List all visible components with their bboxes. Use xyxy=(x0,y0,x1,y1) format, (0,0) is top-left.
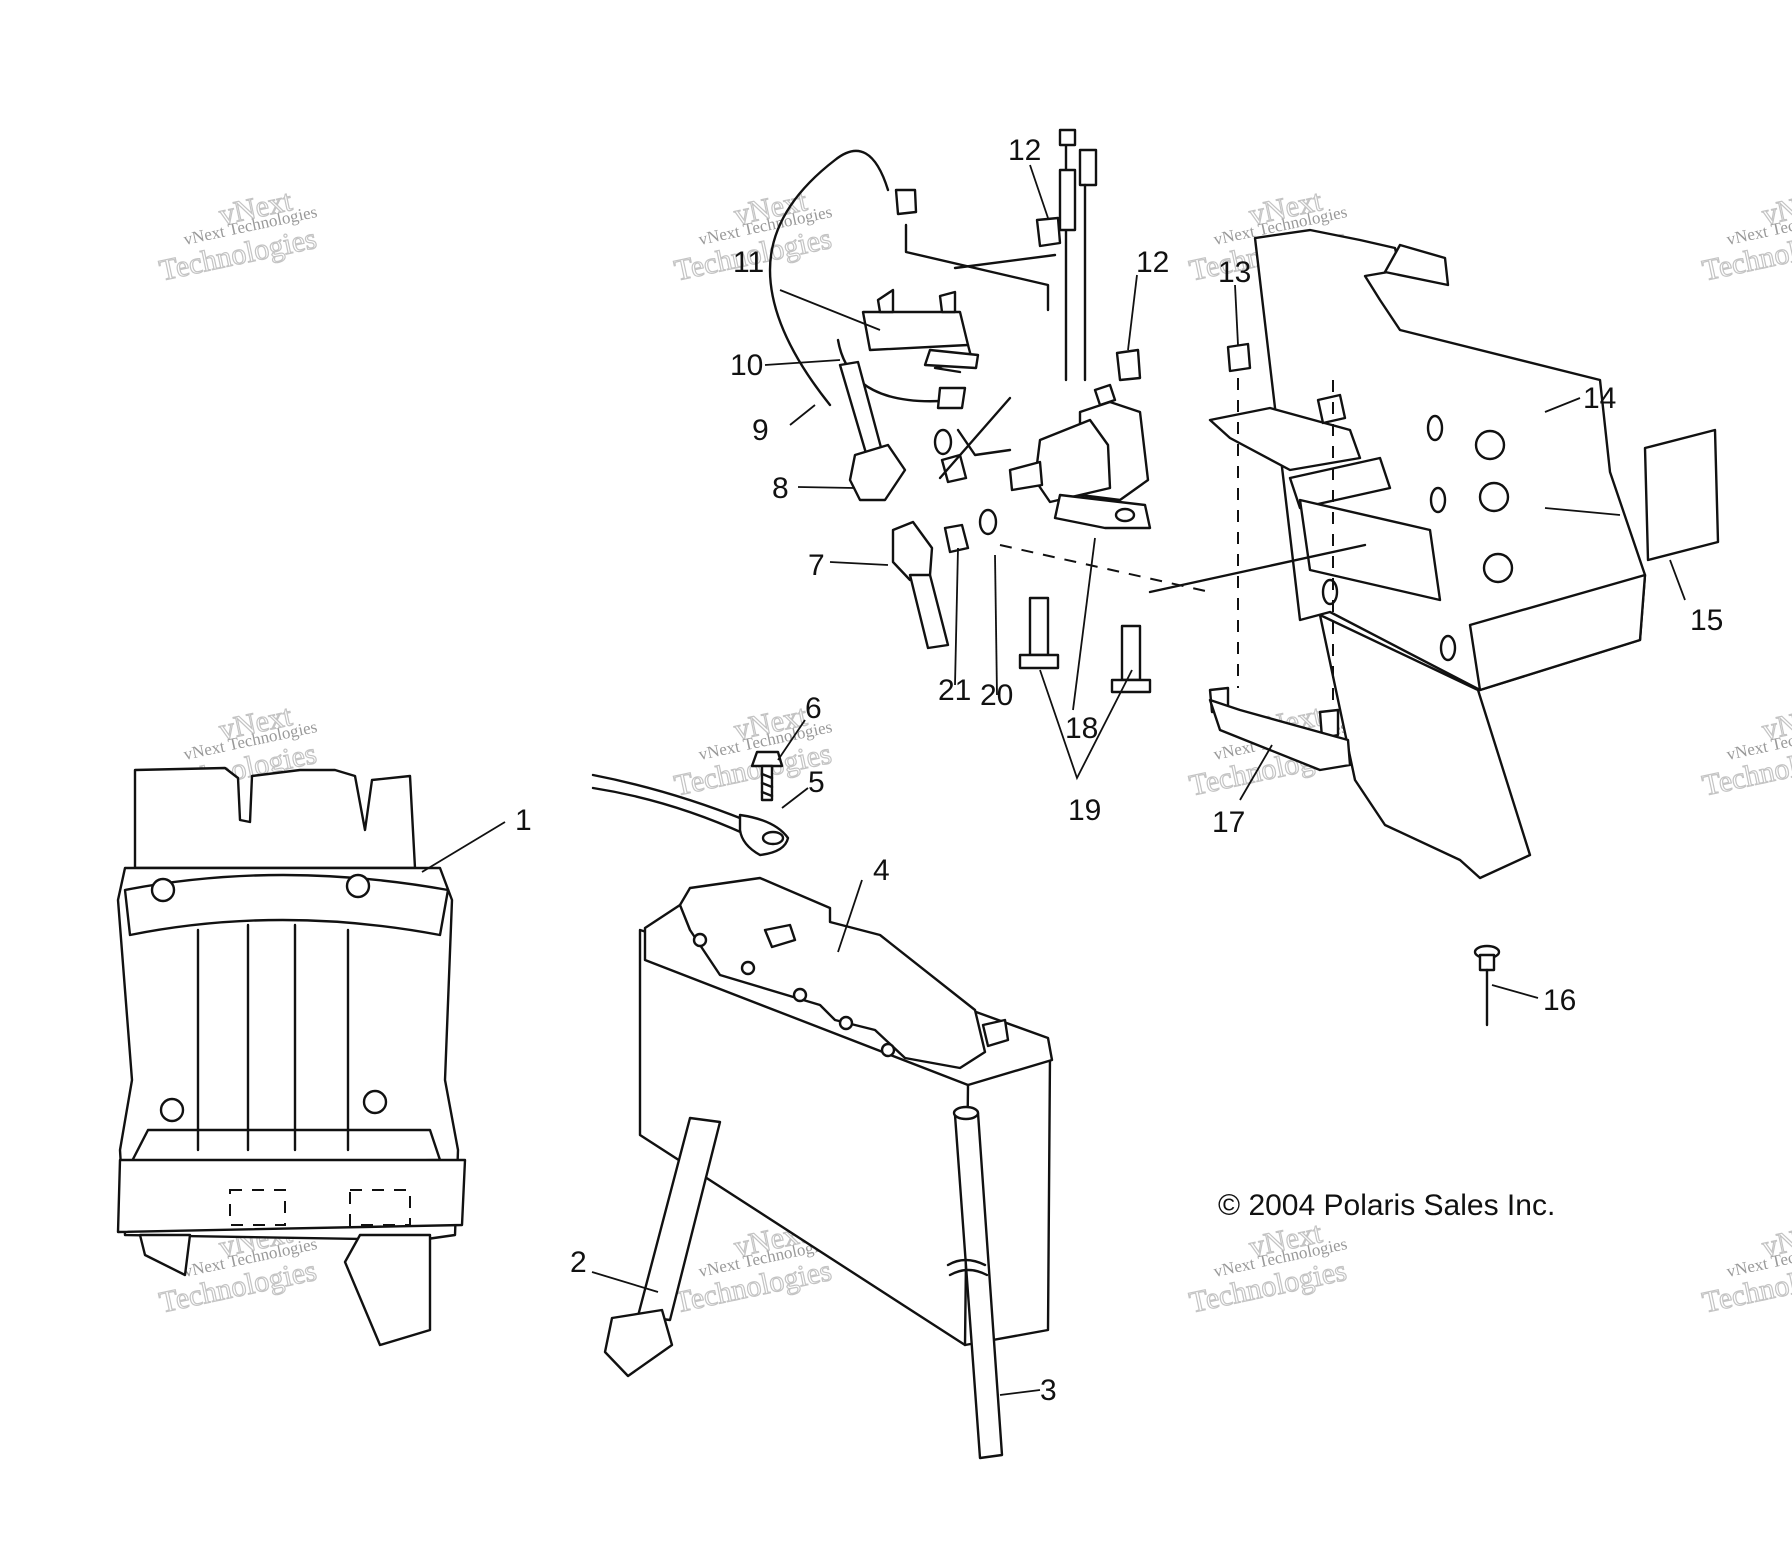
mounting-hole xyxy=(362,1089,388,1115)
callout-labels: 1 2 3 4 5 6 7 8 9 10 11 12 12 13 14 15 1… xyxy=(515,134,1723,1407)
callout-9: 9 xyxy=(752,414,769,447)
callout-19: 19 xyxy=(1068,794,1101,827)
watermark-1: vNext vNext Technologies Technologies xyxy=(156,184,320,288)
mounting-hole xyxy=(159,1097,185,1123)
part-1-battery-box xyxy=(116,766,467,1347)
part-14-mounting-bracket xyxy=(1208,228,1647,880)
part-20-washer xyxy=(933,428,998,536)
watermark-4: vNext vNext Technologies Technologies xyxy=(1699,184,1792,288)
part-10-ground-wire xyxy=(836,338,967,410)
callout-7: 7 xyxy=(808,549,825,582)
callout-11: 11 xyxy=(733,246,764,279)
part-19-bolt-right xyxy=(1110,624,1152,694)
part-8-cap xyxy=(838,360,907,502)
callout-14: 14 xyxy=(1583,382,1616,415)
mounting-hole xyxy=(1478,481,1510,513)
callout-12-upper: 12 xyxy=(1008,134,1041,167)
part-16-rivet xyxy=(1473,944,1501,1027)
part-11-starter-solenoid-relay xyxy=(861,288,980,374)
callout-10: 10 xyxy=(730,349,763,382)
callout-13: 13 xyxy=(1218,256,1251,289)
callout-2: 2 xyxy=(570,1246,587,1279)
part-21-nut xyxy=(940,453,970,554)
watermark-11: vNext vNext Technologies Technologies xyxy=(1186,1216,1350,1320)
watermark-12: vNext vNext Technologies Technologies xyxy=(1699,1216,1792,1320)
mounting-hole xyxy=(150,877,176,903)
part-12-nut-lower xyxy=(1115,348,1142,382)
mounting-hole xyxy=(1482,552,1514,584)
watermark-2: vNext vNext Technologies Technologies xyxy=(671,184,835,288)
callout-20: 20 xyxy=(980,679,1013,712)
part-5-cable-and-terminal xyxy=(591,773,790,857)
callout-1: 1 xyxy=(515,804,532,837)
callout-17: 17 xyxy=(1212,806,1245,839)
part-18-solenoid xyxy=(1008,128,1152,530)
part-17-spacer-plate xyxy=(1208,686,1352,772)
part-19-bolt-left xyxy=(1018,596,1060,670)
callout-18: 18 xyxy=(1065,712,1098,745)
part-2-negative-cable xyxy=(603,1116,722,1378)
part-15-decal xyxy=(1643,428,1720,562)
callout-4: 4 xyxy=(873,854,890,887)
part-4-battery xyxy=(638,876,1054,1347)
callout-8: 8 xyxy=(772,472,789,505)
callout-6: 6 xyxy=(805,692,822,725)
callout-5: 5 xyxy=(808,766,825,799)
mounting-hole xyxy=(345,873,371,899)
part-7-cap xyxy=(891,520,950,650)
part-9-harness-wire xyxy=(768,149,918,407)
mounting-hole xyxy=(1474,429,1506,461)
watermark-8: vNext vNext Technologies Technologies xyxy=(1699,699,1792,803)
leader-lines xyxy=(421,164,1686,1396)
part-6-bolt xyxy=(750,750,784,802)
callout-3: 3 xyxy=(1040,1374,1057,1407)
assembly-lines xyxy=(904,223,1367,710)
callout-21: 21 xyxy=(938,674,971,707)
callout-15: 15 xyxy=(1690,604,1723,637)
callout-16: 16 xyxy=(1543,984,1576,1017)
callout-12-lower: 12 xyxy=(1136,246,1169,279)
part-12-nut-upper xyxy=(1035,216,1062,248)
part-13-nut xyxy=(1226,342,1252,373)
copyright-notice: © 2004 Polaris Sales Inc. xyxy=(1218,1189,1555,1222)
part-3-vent-tube xyxy=(946,1105,1004,1460)
